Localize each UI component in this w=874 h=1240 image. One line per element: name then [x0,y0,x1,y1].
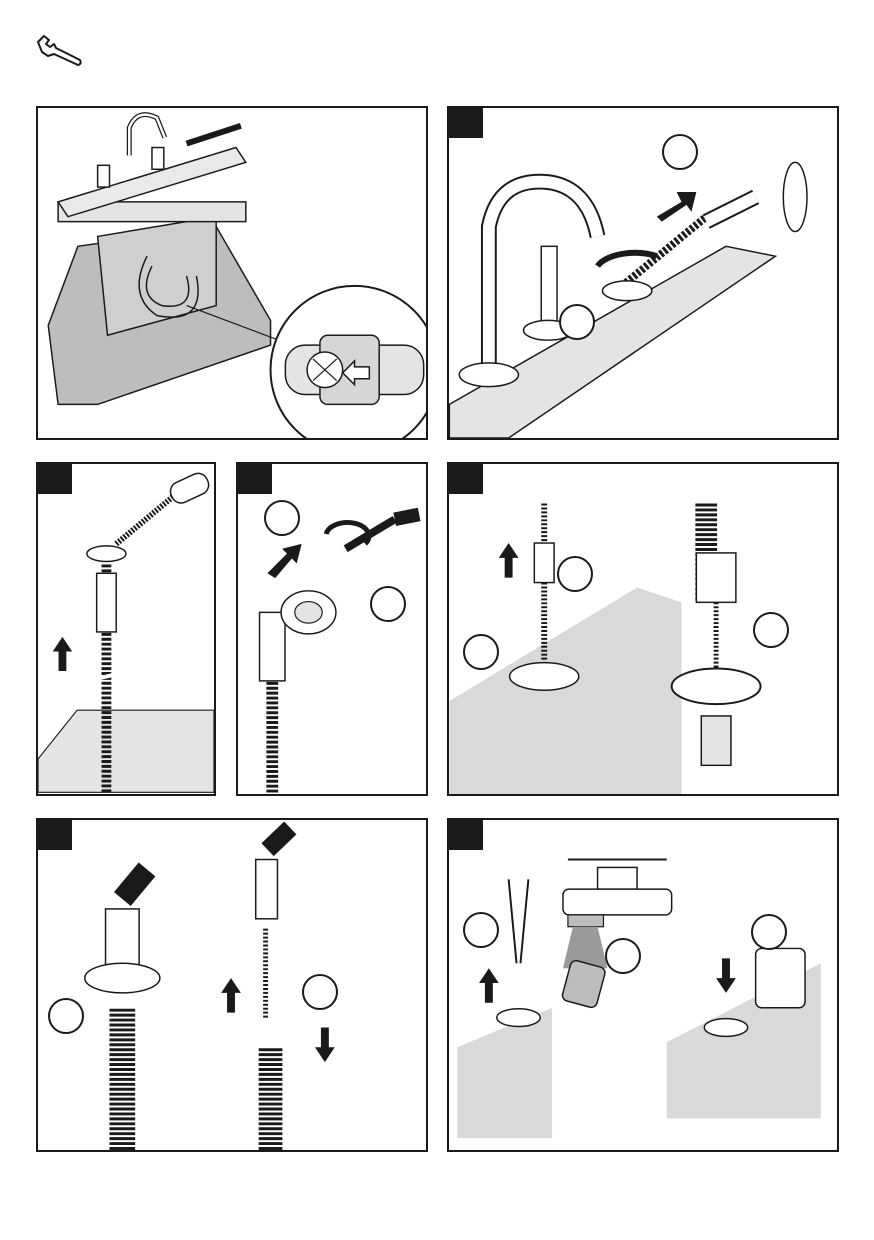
callout-circle [264,500,300,536]
step-tab [449,108,483,138]
panel-check-valve-clean [447,818,839,1152]
callout-circle [662,134,698,170]
callout-circle [463,634,499,670]
callout-circle [753,612,789,648]
step-tab [449,820,483,850]
step-tab [449,464,483,494]
callout-circle [463,912,499,948]
wrench-icon [37,35,82,66]
panel-hose-disconnect [36,818,428,1152]
panel-hand-shower [447,106,839,440]
panel-valve-body [36,106,428,440]
callout-circle [302,974,338,1010]
callout-circle [557,556,593,592]
step-tab [238,464,272,494]
panel-hose-pull-up [36,462,216,796]
callout-circle [605,938,641,974]
callout-circle [559,304,595,340]
step-tab [38,464,72,494]
callout-circle [751,914,787,950]
panel-hose-guide [447,462,839,796]
panel-hose-unscrew [236,462,428,796]
callout-circle [370,586,406,622]
callout-circle [48,998,84,1034]
step-tab [38,820,72,850]
